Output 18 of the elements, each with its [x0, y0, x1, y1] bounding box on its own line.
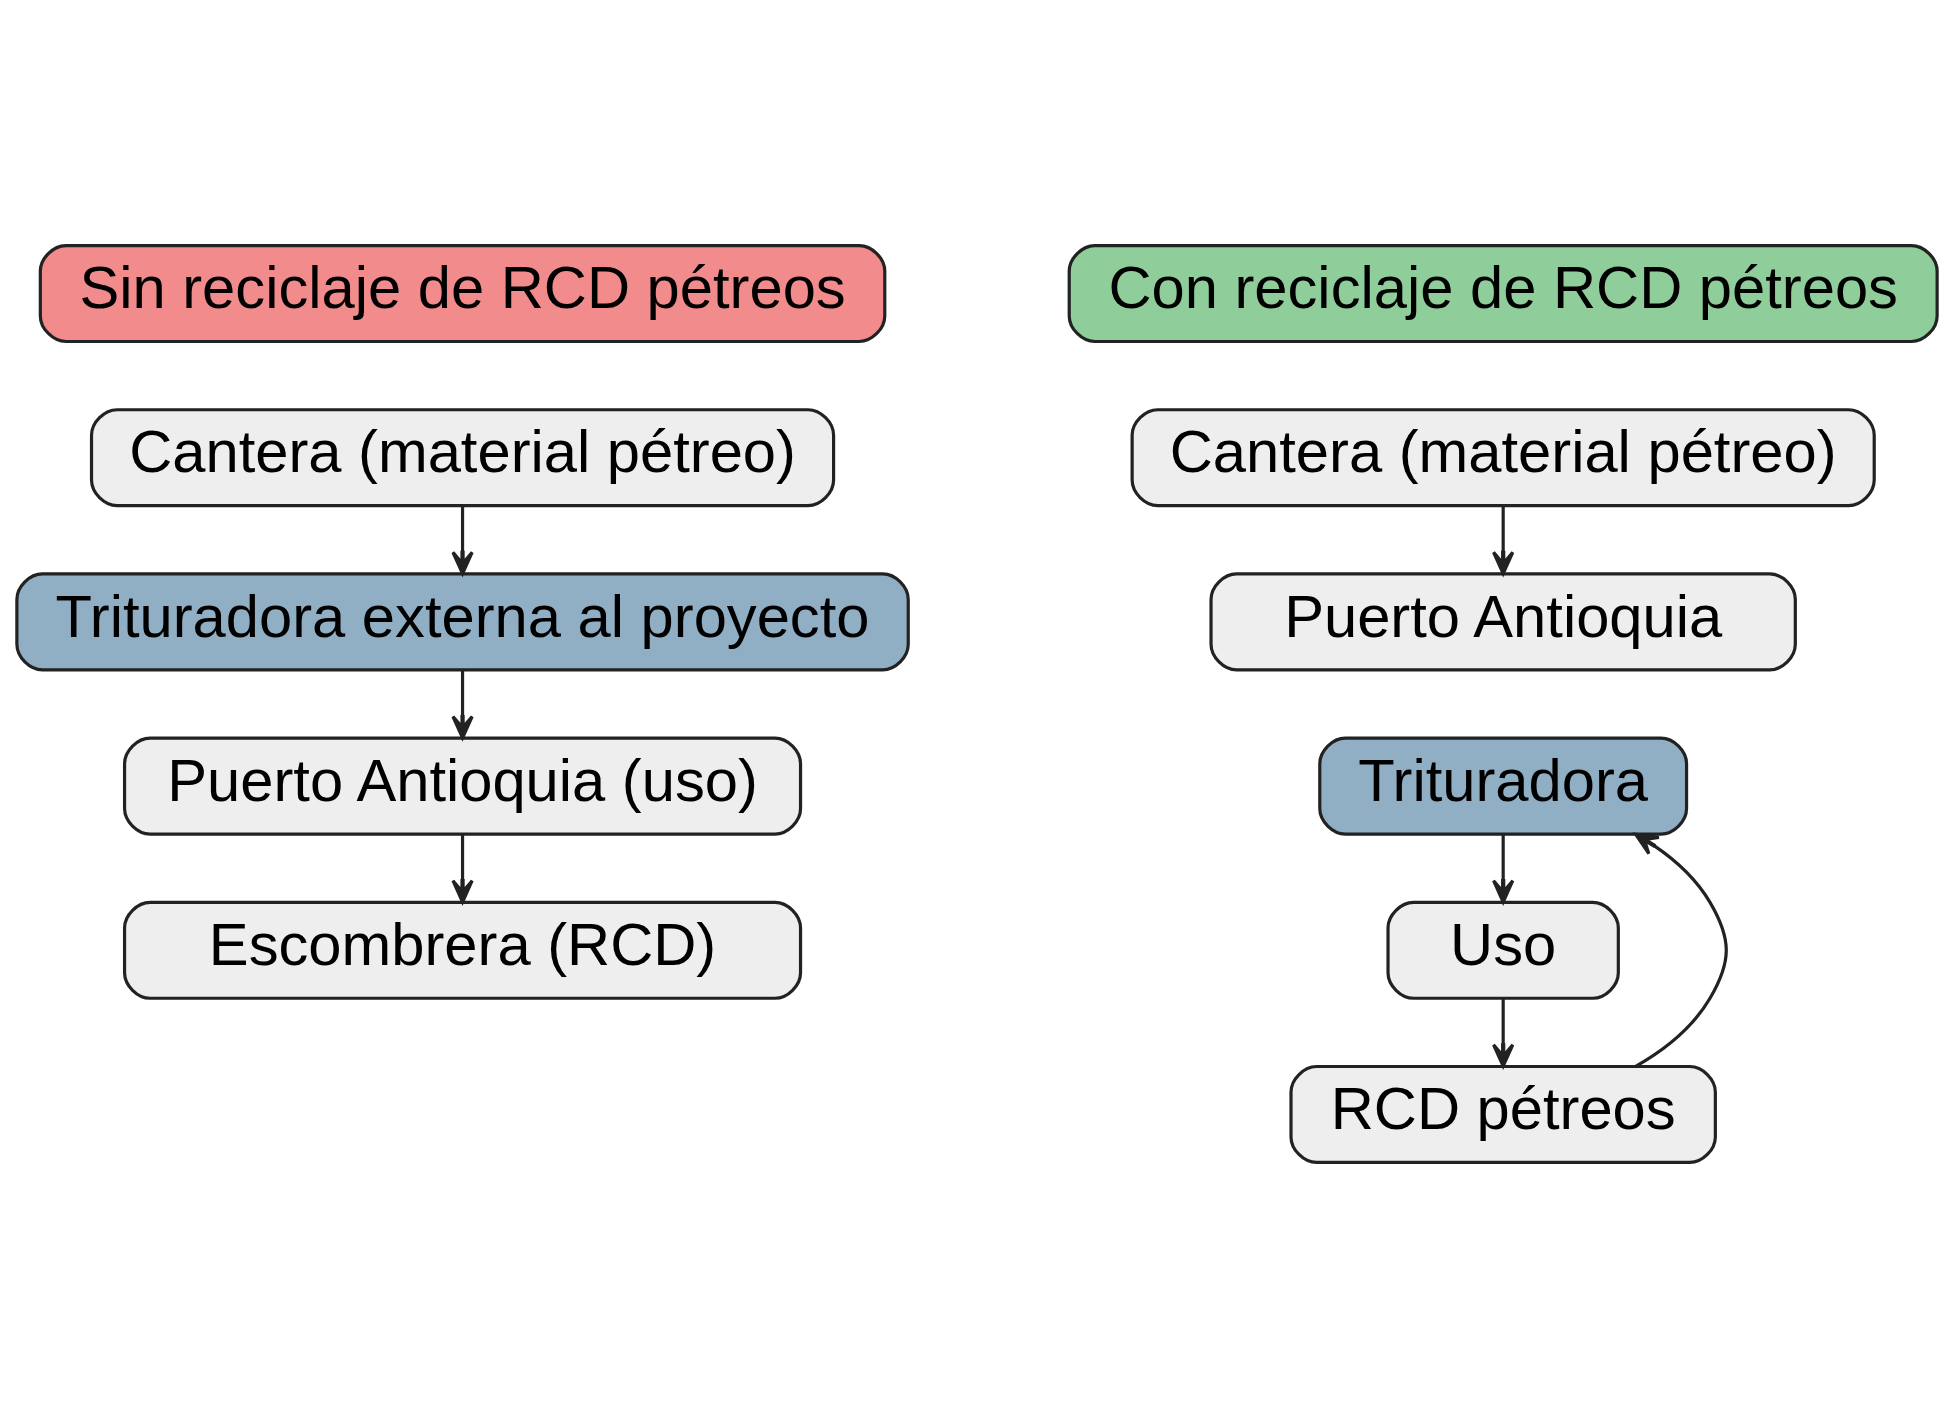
node-box: Trituradora: [1318, 736, 1689, 836]
arrow: [1634, 832, 1728, 1068]
arrow: [1492, 834, 1515, 904]
arrow: [451, 506, 474, 576]
arrow: [451, 834, 474, 904]
arrow: [1492, 998, 1515, 1068]
node-box: Con reciclaje de RCD pétreos: [1067, 243, 1939, 344]
node-box: Uso: [1386, 900, 1620, 1000]
node-box: Sin reciclaje de RCD pétreos: [38, 243, 887, 344]
node-box: Cantera (material pétreo): [1130, 408, 1876, 508]
node-box: Puerto Antioquia (uso): [122, 736, 803, 836]
node-box: Cantera (material pétreo): [89, 408, 836, 508]
arrow: [451, 670, 474, 740]
node-box: Trituradora externa al proyecto: [15, 572, 910, 672]
node-box: Puerto Antioquia: [1209, 572, 1797, 672]
node-box: Escombrera (RCD): [122, 900, 803, 1000]
node-box: RCD pétreos: [1289, 1064, 1717, 1165]
arrow: [1492, 506, 1515, 576]
